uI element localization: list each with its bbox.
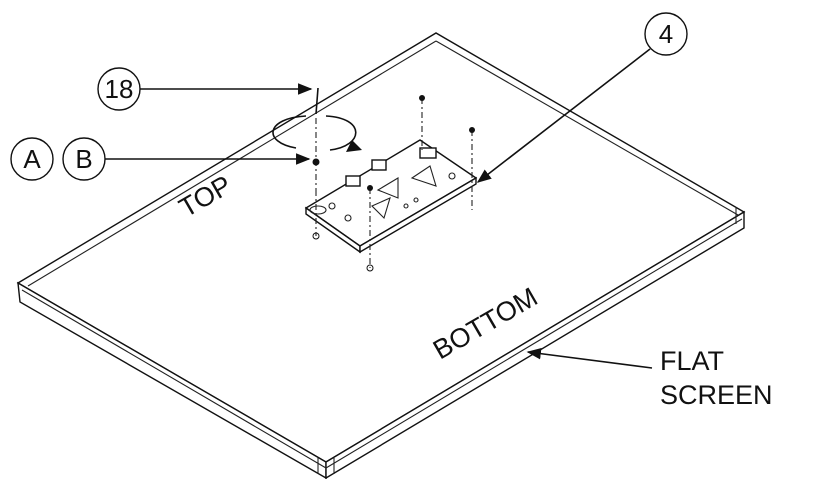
callout-18-label: 18 — [105, 74, 134, 104]
flat-screen-panel — [16, 32, 746, 479]
callout-a-b: A B — [10, 137, 311, 181]
leader-arrow-icon — [476, 48, 651, 183]
callout-4-label: 4 — [659, 19, 673, 49]
flat-label-line1: FLAT — [660, 346, 724, 376]
leader-arrow-icon — [526, 347, 653, 369]
callout-a-label: A — [23, 144, 41, 174]
rotation-arrow-icon — [272, 115, 362, 152]
screw-icon — [312, 95, 475, 272]
fastener-assembly — [312, 87, 320, 190]
callout-b-label: B — [75, 144, 92, 174]
callout-18: 18 — [97, 67, 313, 111]
callout-4: 4 — [476, 12, 688, 183]
mounting-plate — [304, 139, 478, 254]
flat-screen-pointer: FLAT SCREEN — [526, 346, 773, 410]
flat-label-line2: SCREEN — [660, 380, 773, 410]
